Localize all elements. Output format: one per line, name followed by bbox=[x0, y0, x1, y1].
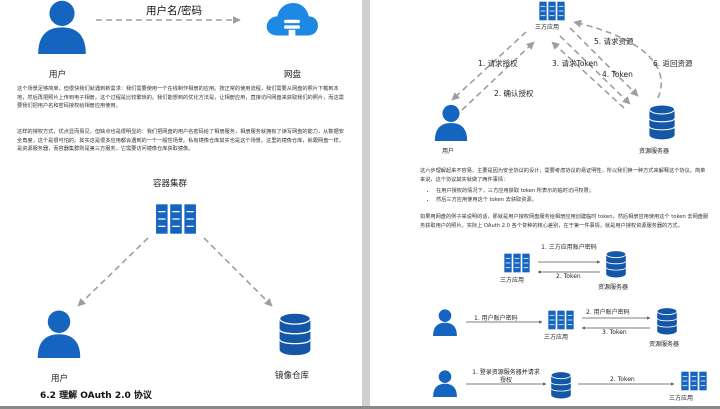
step-request-token: 3. 请求Token bbox=[552, 59, 598, 68]
step-request-resource: 5. 请求资源 bbox=[594, 37, 634, 46]
image-registry-label: 镜像仓库 bbox=[275, 371, 310, 381]
step-token: 4. Token bbox=[602, 70, 633, 79]
step-return-resource: 6. 返回资源 bbox=[653, 59, 693, 68]
oauth-flow-arrows bbox=[451, 19, 662, 111]
left-page: 用户名/密码 用户 网盘 这个场景足够简单，但很快我们就遇到新需求：我们需要使用… bbox=[0, 0, 362, 409]
paragraph: 如果用网盘的例子来说明的话，那就是用户授权网盘服务给相册应用创建临时 token… bbox=[420, 214, 709, 229]
bullet-item: 然后三方应用使用这个 token 去获取资源。 bbox=[436, 196, 710, 205]
row2-token-label: 3. Token bbox=[602, 329, 627, 336]
row1-arrows bbox=[537, 260, 601, 274]
resource-server-label: 资源服务器 bbox=[598, 284, 629, 291]
step-confirm-authorization: 2. 确认授权 bbox=[494, 89, 534, 98]
credentials-arrow-label: 用户名/密码 bbox=[146, 5, 203, 17]
right-page: 三方应用 1. 请求授权 2. 确认授权 3. 请求Token 4. Token… bbox=[370, 0, 720, 409]
user-label: 用户 bbox=[51, 374, 69, 384]
image-registry-icon bbox=[278, 312, 312, 356]
row3-login-label: 1. 登录资源服务器并请求授权 bbox=[472, 369, 540, 384]
row1-request-label: 1. 三方应用账户密码 bbox=[541, 244, 597, 251]
bullet-item: 在用户授权的情况下，三方应用获取 token 所表示的临时访问权限； bbox=[436, 187, 710, 196]
resource-server-label: 资源服务器 bbox=[649, 341, 680, 348]
bottom-scrollbar[interactable] bbox=[0, 406, 720, 409]
user-icon bbox=[37, 310, 81, 358]
row2-arrows bbox=[466, 316, 651, 330]
paragraph: 这个场景足够简单，但很快我们就遇到新需求：我们需要使用一个在线制作相册的应用。按… bbox=[17, 86, 344, 110]
page-gutter bbox=[362, 0, 370, 409]
third-party-app-label: 三方应用 bbox=[544, 334, 569, 341]
row1-token-label: 2. Token bbox=[556, 273, 581, 280]
cloud-drive-label: 网盘 bbox=[284, 70, 302, 80]
row3-token-label: 2. Token bbox=[610, 376, 635, 383]
bullet-list: 在用户授权的情况下，三方应用获取 token 所表示的临时访问权限； 然后三方应… bbox=[426, 187, 710, 205]
row2-forward-credentials-label: 2. 用户账户密码 bbox=[586, 309, 630, 316]
diagram2-arrows bbox=[77, 237, 273, 307]
container-cluster-label: 容器集群 bbox=[153, 179, 188, 189]
third-party-app-label: 三方应用 bbox=[669, 395, 694, 402]
row3-arrows bbox=[466, 382, 675, 386]
section-heading: 6.2 理解 OAuth 2.0 协议 bbox=[40, 391, 152, 401]
third-party-app-label: 三方应用 bbox=[500, 277, 525, 284]
resource-server-label: 资源服务器 bbox=[639, 148, 670, 155]
diagram1-arrow bbox=[96, 16, 241, 24]
user-label: 用户 bbox=[442, 148, 455, 155]
third-party-app-label: 三方应用 bbox=[535, 24, 560, 31]
paragraph: 这六步理解起来不容易，主要是因为安全协议的设计，需要考虑协议的易证明性，所以我们… bbox=[420, 168, 706, 183]
paragraph: 这样的授权方式，优点显而易见，但缺点也是很明显的：我们把网盘的用户名密码给了相册… bbox=[17, 129, 344, 153]
user-label: 用户 bbox=[49, 70, 67, 80]
row2-user-credentials-label: 1. 用户账户密码 bbox=[474, 315, 518, 322]
step-request-authorization: 1. 请求授权 bbox=[478, 59, 518, 68]
